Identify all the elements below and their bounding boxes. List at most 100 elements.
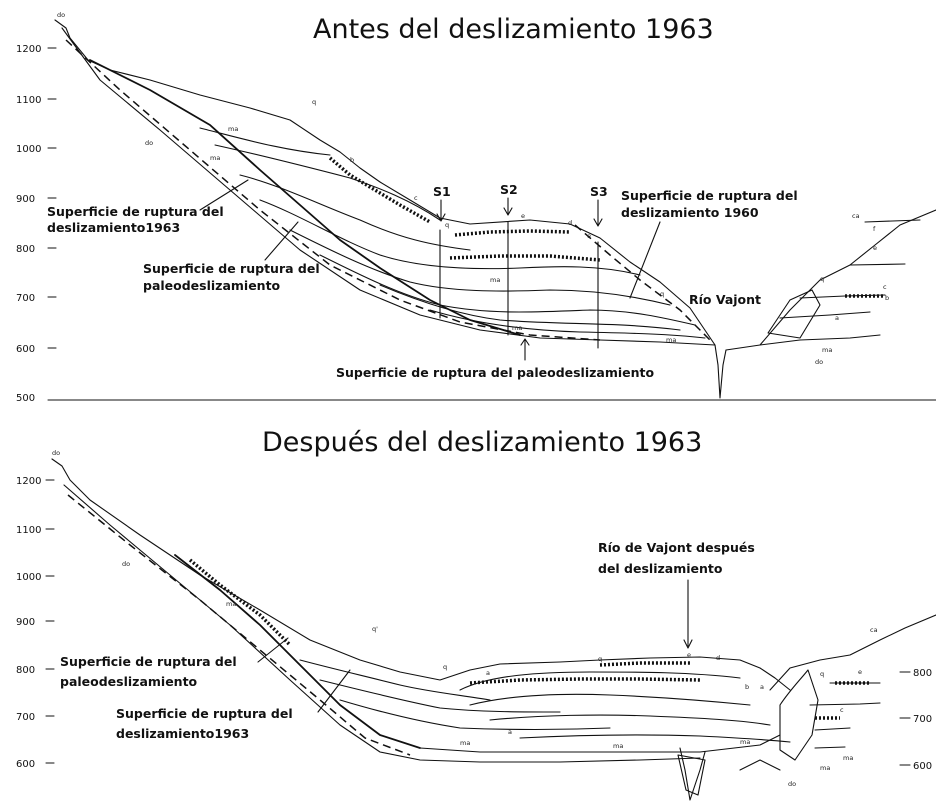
tick-800: 800 (16, 244, 35, 255)
layer-3 (239, 174, 471, 251)
label-1963-surface-line2: deslizamiento1963 (116, 726, 249, 741)
code-do: do (145, 139, 153, 147)
code-do: do (52, 449, 60, 457)
ground-surface-after (51, 458, 791, 691)
layer-6 (319, 254, 696, 326)
code-b: b (350, 156, 354, 164)
layer-5 (289, 229, 671, 306)
bedrock-contact-after (63, 484, 701, 763)
label-s2: S2 (500, 182, 518, 197)
code-q: q (312, 98, 316, 106)
leader-paleo-surface (264, 221, 299, 261)
code-ma: ma (228, 125, 238, 133)
code-d: d (568, 219, 572, 227)
arrowhead-paleo-bottom (520, 338, 530, 346)
arrowhead-s3 (593, 218, 603, 227)
label-1960-surface-line1: Superficie de ruptura del (621, 188, 798, 203)
right-bank-surface (725, 209, 936, 351)
after-right-bank-surface (769, 614, 936, 691)
right-bank-layer-2 (779, 311, 871, 319)
code-d: d (716, 654, 720, 662)
river-gorge-after (679, 747, 706, 801)
code-ma: ma (820, 764, 830, 772)
unit-codes-after: do do ma q' q a q e d b a a ma ma ma ca … (52, 449, 878, 788)
label-paleo-surface-line2: paleodeslizamiento (143, 278, 281, 293)
code-ma: ma (226, 600, 236, 608)
tick-600: 600 (16, 344, 35, 355)
slope-before (54, 19, 727, 399)
label-paleo-surface-line1: Superficie de ruptura del (60, 654, 237, 669)
hatched-bed-1 (328, 156, 431, 224)
code-a: a (486, 669, 490, 677)
arrowhead-s1 (436, 213, 446, 222)
tick-700: 700 (16, 712, 35, 723)
label-river-vajont: Río Vajont (689, 292, 761, 307)
title-after: Después del deslizamiento 1963 (262, 427, 702, 458)
code-q: q (598, 655, 602, 663)
layer-2 (214, 144, 441, 221)
tick-1200: 1200 (16, 476, 41, 487)
right-bank-layer-3 (799, 294, 886, 299)
code-q: q (443, 663, 447, 671)
after-layer-5 (469, 693, 751, 706)
after-hatched-bed-3 (188, 558, 292, 647)
code-q: q (820, 275, 824, 283)
slope-after (51, 458, 791, 801)
right-bank-layer-5 (864, 219, 921, 223)
code-ma: ma (666, 336, 676, 344)
river-gorge-before (714, 344, 727, 399)
label-s1: S1 (433, 184, 451, 199)
label-paleo-surface-bottom: Superficie de ruptura del paleodeslizami… (336, 365, 654, 380)
code-ma: ma (490, 276, 500, 284)
paleo-failure-after (174, 554, 421, 749)
leader-paleo-after (257, 637, 289, 663)
code-do: do (815, 358, 823, 366)
leader-1963-after (317, 669, 351, 713)
code-ma: ma (210, 154, 220, 162)
label-1963-surface-line1: Superficie de ruptura del (47, 204, 224, 219)
rubble-plug (677, 754, 706, 796)
after-layer-6 (489, 714, 771, 726)
after-layer-4 (459, 671, 741, 691)
after-right-layer-3 (814, 746, 846, 749)
label-river-after-line2: del deslizamiento (598, 561, 723, 576)
after-layer-2 (319, 679, 561, 713)
code-ca: ca (852, 212, 860, 220)
after-layer-1 (299, 659, 491, 701)
code-e: e (873, 244, 877, 252)
code-f: f (873, 225, 876, 233)
code-c: c (840, 706, 844, 714)
hatched-bed-3 (449, 254, 601, 262)
bedrock-contact-before (61, 27, 716, 346)
callouts-after: Superficie de ruptura del paleodeslizami… (60, 540, 755, 741)
label-river-after-line1: Río de Vajont después (598, 540, 755, 555)
tick-800: 800 (16, 665, 35, 676)
layer-1 (199, 127, 331, 156)
tick-900: 900 (16, 617, 35, 628)
tick-right-600: 600 (913, 761, 932, 772)
layer-4 (259, 199, 641, 276)
right-bank-layer-1 (759, 334, 881, 346)
code-ma: ma (460, 739, 470, 747)
code-ma: ma (822, 346, 832, 354)
hatched-bed-2 (454, 229, 571, 237)
code-ma: ma (512, 324, 522, 332)
unit-codes-before: do do ma ma q b c q e d e ma ma q ma ca … (57, 11, 889, 366)
tick-right-800: 800 (913, 668, 932, 679)
tick-1000: 1000 (16, 144, 41, 155)
code-ca: ca (870, 626, 878, 634)
right-bank-after (739, 614, 936, 771)
tick-600: 600 (16, 759, 35, 770)
code-e: e (687, 651, 691, 659)
label-paleo-surface-line1: Superficie de ruptura del (143, 261, 320, 276)
leader-1963-surface (199, 179, 249, 211)
code-a: a (835, 314, 839, 322)
tick-500: 500 (16, 393, 35, 404)
tick-900: 900 (16, 194, 35, 205)
code-do: do (788, 780, 796, 788)
tick-1100: 1100 (16, 95, 41, 106)
dashed-failure-before (65, 39, 601, 341)
label-paleo-surface-line2: paleodeslizamiento (60, 674, 198, 689)
tick-1100: 1100 (16, 525, 41, 536)
